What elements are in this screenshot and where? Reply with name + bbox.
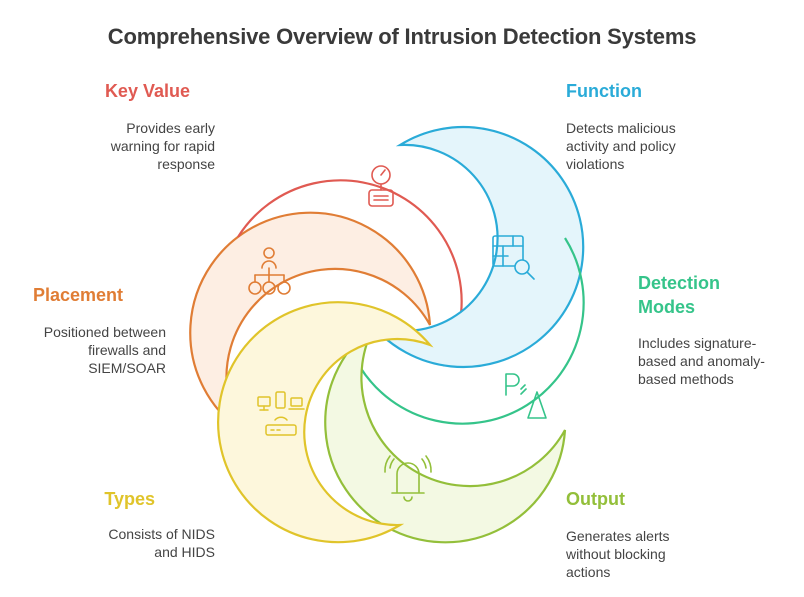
placement-description: Positioned between firewalls and SIEM/SO… [43, 324, 166, 376]
table-search-icon [492, 235, 535, 280]
petal-placement [189, 211, 432, 431]
detection-modes-title: Detection Modes [638, 273, 721, 317]
function-description: Detects malicious activity and policy vi… [566, 120, 676, 172]
alarm-bell-icon [384, 455, 432, 502]
function-title: Function [566, 81, 642, 101]
page-title: Comprehensive Overview of Intrusion Dete… [107, 24, 697, 49]
network-devices-icon [257, 391, 305, 436]
petal-types [217, 301, 434, 544]
gauge-operator-icon [368, 165, 394, 207]
detection-modes-description: Includes signature- based and anomaly- b… [638, 335, 765, 387]
signal-pattern-icon [505, 373, 547, 419]
petal-output [324, 324, 567, 544]
key-value-description: Provides early warning for rapid respons… [110, 120, 215, 172]
placement-title: Placement [33, 285, 124, 305]
types-title: Types [104, 489, 155, 509]
types-description: Consists of NIDS and HIDS [108, 526, 215, 560]
key-value-title: Key Value [104, 81, 190, 101]
hierarchy-icon [248, 247, 291, 295]
output-title: Output [566, 489, 625, 509]
petal-function [371, 125, 585, 369]
output-description: Generates alerts without blocking action… [566, 528, 670, 580]
